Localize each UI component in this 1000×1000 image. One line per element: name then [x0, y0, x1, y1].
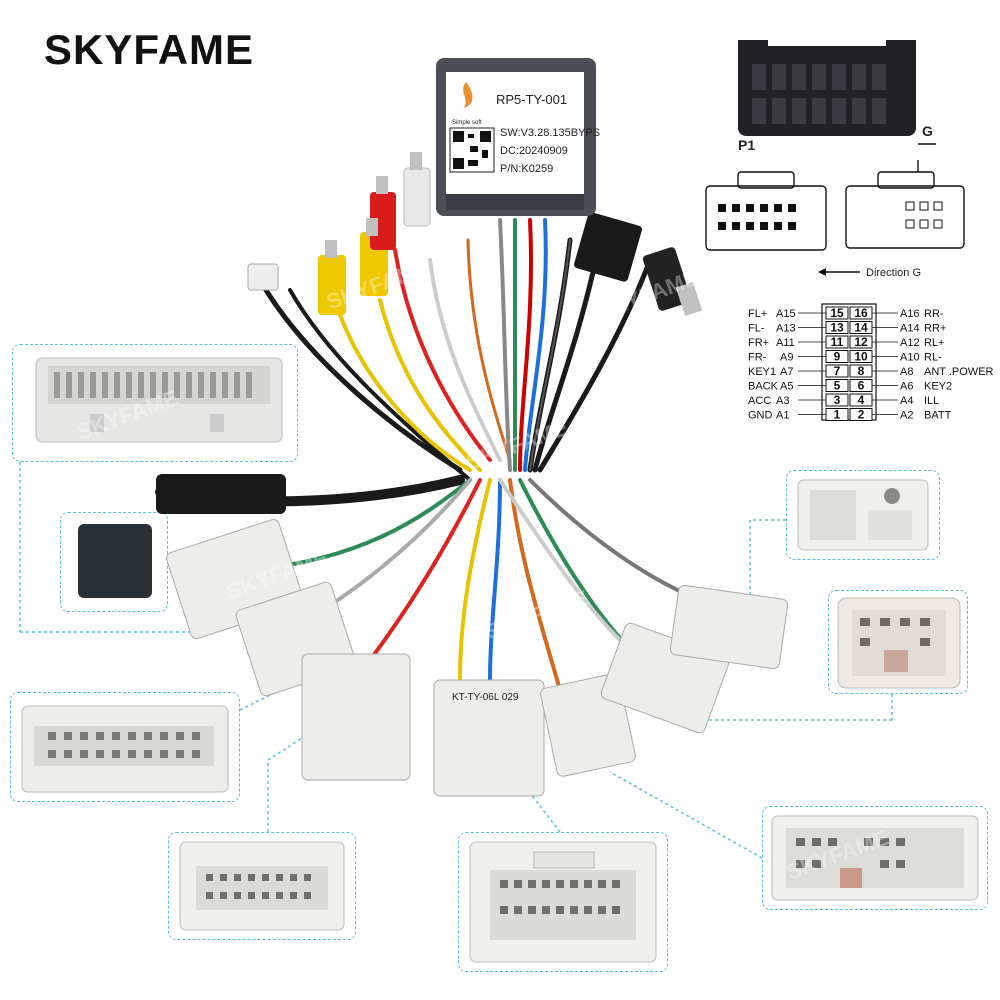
pin-code-right: A12	[900, 337, 920, 349]
pin-number-left: 15	[830, 306, 844, 320]
pin-name-right: RR-	[924, 308, 944, 320]
p1-label: P1	[738, 137, 755, 153]
connector-bottom-center	[469, 841, 657, 963]
p1-pin-grid	[718, 204, 796, 230]
pin-number-left: 11	[831, 335, 844, 349]
antenna-plug	[642, 247, 703, 317]
pin-name-left: ACC	[748, 395, 771, 407]
connector-right-mid	[837, 597, 961, 689]
pin-code-right: A2	[900, 410, 913, 422]
pin-number-left: 7	[834, 364, 841, 378]
black-plug	[574, 212, 642, 282]
module-pn: P/N:K0259	[500, 163, 553, 175]
pin-code-left: A11	[776, 337, 795, 349]
pin-number-right: 2	[858, 408, 865, 422]
direction-arrow	[818, 268, 860, 276]
pin-number-right: 10	[854, 350, 868, 364]
pin-number-left: 9	[834, 350, 841, 364]
black-connector	[78, 524, 152, 598]
pin-code-left: A5	[780, 381, 793, 393]
pin-code-right: A16	[900, 308, 920, 320]
extension-plug	[156, 474, 286, 514]
module-dc: DC:20240909	[500, 145, 568, 157]
pin-code-left: A15	[776, 308, 796, 320]
direction-label: Direction G	[866, 267, 921, 279]
pin-number-left: 5	[834, 379, 841, 393]
brand-logo: SKYFAME	[44, 26, 255, 73]
connector-right-bottom	[771, 815, 979, 901]
pin-name-right: RL-	[924, 352, 942, 364]
module-logo-caption: Simple soft	[452, 120, 482, 126]
pin-number-right: 6	[858, 379, 865, 393]
pin-name-left: GND	[748, 410, 773, 422]
connector-top-left	[35, 357, 283, 443]
flame-logo-icon	[463, 82, 473, 108]
pin-code-right: A8	[900, 366, 913, 378]
pin-name-right: BATT	[924, 410, 952, 422]
module-model: RP5-TY-001	[496, 92, 567, 107]
pin-number-left: 13	[830, 321, 844, 335]
pin-number-left: 3	[834, 393, 841, 407]
small-white-plug	[247, 263, 279, 291]
pin-number-right: 4	[858, 393, 865, 407]
control-module: Simple soft RP5-TY-001 SW:V3.28.135BYPS …	[436, 58, 600, 216]
pin-name-left: FR+	[748, 337, 769, 349]
pin-code-left: A9	[780, 352, 793, 364]
pin-code-right: A6	[900, 381, 913, 393]
pin-code-right: A14	[900, 323, 920, 335]
pin-code-left: A7	[780, 366, 793, 378]
qr-code-icon	[449, 127, 495, 173]
pin-name-right: RL+	[924, 337, 945, 349]
pin-number-left: 1	[834, 408, 841, 422]
pin-name-right: ANT .POWER	[924, 366, 994, 378]
pin-number-right: 16	[854, 306, 868, 320]
g-label: G	[922, 123, 933, 139]
watermark-5: SKYFAME	[483, 585, 591, 645]
pin-name-left: FL+	[748, 308, 767, 320]
pin-code-left: A3	[776, 395, 789, 407]
connector-line-drawings	[705, 143, 965, 251]
g-pin-grid	[905, 201, 943, 229]
pin-name-right: ILL	[924, 395, 939, 407]
pin-code-right: A10	[900, 352, 920, 364]
connector-right-top	[797, 479, 929, 551]
pin-code-left: A13	[776, 323, 796, 335]
connector-left-mid	[21, 705, 229, 793]
pin-code-left: A1	[776, 410, 789, 422]
pin-name-right: RR+	[924, 323, 946, 335]
pin-name-left: KEY1	[748, 366, 776, 378]
rca-plugs	[318, 152, 431, 315]
top-connector-photo	[738, 40, 916, 136]
pin-name-left: FR-	[748, 352, 767, 364]
harness-connectors	[166, 519, 789, 797]
pin-number-right: 8	[858, 364, 865, 378]
pin-name-left: BACK	[748, 381, 779, 393]
pin-name-right: KEY2	[924, 381, 952, 393]
pin-number-right: 12	[854, 335, 868, 349]
pin-number-right: 14	[854, 321, 868, 335]
connector-part-label: KT-TY-06L 029	[452, 692, 519, 703]
pinout-right-labels: A16 RR- A14 RR+ A12 RL+ A10 RL- A8 ANT .POWER A6 KE…	[872, 308, 994, 422]
module-sw: SW:V3.28.135BYPS	[500, 127, 600, 139]
connector-bottom-left	[179, 841, 345, 931]
pin-code-right: A4	[900, 395, 913, 407]
pin-name-left: FL-	[748, 323, 765, 335]
